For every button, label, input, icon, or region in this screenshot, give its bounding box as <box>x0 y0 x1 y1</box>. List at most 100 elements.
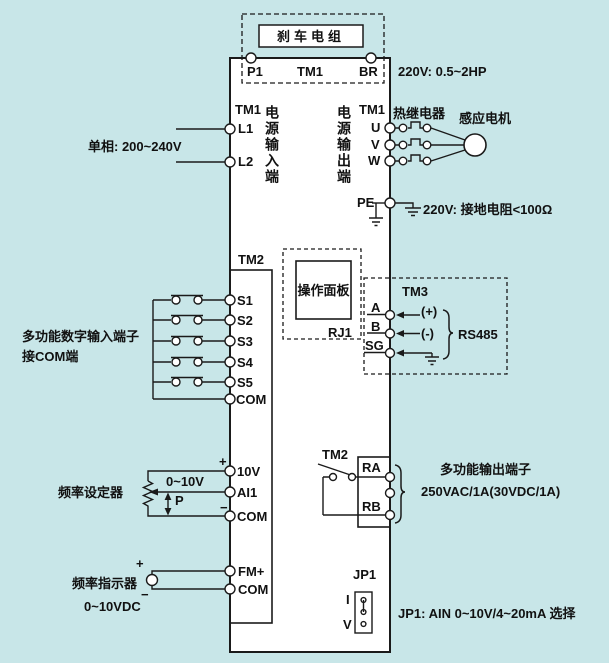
terminal-l1-label: L1 <box>238 121 254 136</box>
rj1-label: RJ1 <box>328 325 352 340</box>
terminal-l2-label: L2 <box>238 154 254 169</box>
terminal-v-label: V <box>371 137 380 152</box>
terminal-s3-label: S3 <box>237 334 253 349</box>
relay-output-section <box>317 456 406 528</box>
brake-resistor-label: 刹车电组 <box>276 29 345 44</box>
relay-output-note2: 250VAC/1A(30VDC/1A) <box>421 484 561 499</box>
operator-panel-label: 操作面板 <box>297 283 350 298</box>
jp1-note: JP1: AIN 0~10V/4~20mA 选择 <box>398 606 576 621</box>
power-input-vertical-label: 电源输入端 <box>264 105 280 185</box>
arrow-a <box>396 311 404 319</box>
brake-rating-note: 220V: 0.5~2HP <box>398 64 487 79</box>
terminal-relay-mid <box>384 487 396 499</box>
terminal-sg-label: SG <box>365 338 384 353</box>
jp1-v-label: V <box>343 617 352 632</box>
terminal-com-fm-label: COM <box>238 582 269 597</box>
terminal-b <box>384 328 396 339</box>
fm-range-label: 0~10VDC <box>84 599 141 614</box>
ground-symbol-external <box>405 207 421 217</box>
terminal-b-label: B <box>371 319 381 334</box>
freq-setter-circuit <box>141 465 236 522</box>
thermal-relay-contact-v <box>395 138 464 150</box>
switch-s2 <box>153 314 225 325</box>
relay-output-note1: 多功能输出端子 <box>440 462 532 477</box>
rs485-section <box>363 277 508 375</box>
switch-s3 <box>153 335 225 346</box>
analog-range-label: 0~10V <box>166 474 204 489</box>
fm-minus-sign: − <box>141 587 149 602</box>
terminal-ai1 <box>224 486 236 498</box>
switch-s5 <box>153 376 225 387</box>
tm2-terminal-strip <box>229 269 273 624</box>
tm2-strip-label: TM2 <box>238 252 264 267</box>
operator-panel-box <box>282 248 362 340</box>
input-tm1-label: TM1 <box>235 102 261 117</box>
terminal-v <box>384 139 396 151</box>
fm-plus-sign: + <box>136 556 144 571</box>
ground-symbol-internal <box>369 203 383 227</box>
output-tm1-label: TM1 <box>359 102 385 117</box>
terminal-ai1-label: AI1 <box>237 485 258 500</box>
terminal-s4-label: S4 <box>237 355 253 370</box>
switch-s4 <box>153 356 225 367</box>
terminal-s4 <box>224 356 236 368</box>
analog-minus-sign: − <box>220 500 228 515</box>
terminal-s3 <box>224 335 236 347</box>
terminal-u <box>384 122 396 134</box>
rs485-plus-label: (+) <box>421 304 438 319</box>
arrow-b <box>396 330 404 337</box>
pe-ground <box>369 197 421 227</box>
rs485-minus-label: (-) <box>421 326 434 341</box>
brake-resistor-label-box <box>258 24 364 48</box>
digital-input-switches <box>152 294 236 405</box>
brace-rs485 <box>442 309 454 360</box>
terminal-rb-label: RB <box>362 499 381 514</box>
jp1-label: JP1 <box>353 567 377 582</box>
arrow-sg <box>396 349 404 357</box>
terminal-com-fm <box>224 583 236 595</box>
jp1-jumper <box>354 591 373 634</box>
power-input-wires <box>176 123 236 168</box>
terminal-fm-label: FM+ <box>238 564 265 579</box>
terminal-br-label: BR <box>359 64 378 79</box>
relay-tm2-label: TM2 <box>322 447 348 462</box>
analog-plus-sign: + <box>219 454 227 469</box>
terminal-u-label: U <box>371 120 381 135</box>
freq-setter-label: 频率设定器 <box>58 485 124 500</box>
terminal-ra <box>384 471 396 483</box>
motor-output-wires <box>384 121 487 167</box>
relay-switch <box>317 463 358 516</box>
terminal-s1-label: S1 <box>237 293 253 308</box>
terminal-s2 <box>224 314 236 326</box>
terminal-pe <box>384 197 396 209</box>
terminal-a-label: A <box>371 300 381 315</box>
phase-note: 单相: 200~240V <box>88 139 182 154</box>
brake-resistor-box <box>241 13 385 84</box>
terminal-com-analog-label: COM <box>237 509 268 524</box>
thermal-relay-label: 热继电器 <box>393 106 446 121</box>
freq-indicator-label: 频率指示器 <box>72 576 138 591</box>
digital-input-note1: 多功能数字输入端子 <box>22 329 140 344</box>
terminal-sg <box>384 347 396 359</box>
terminal-s2-label: S2 <box>237 313 253 328</box>
terminal-pe-label: PE <box>357 195 375 210</box>
thermal-relay-contact-u <box>395 121 466 141</box>
inverter-body <box>229 57 391 653</box>
terminal-a <box>384 309 396 321</box>
digital-input-note2: 接COM端 <box>22 349 79 364</box>
terminal-p1 <box>245 52 257 64</box>
terminal-w <box>384 155 396 167</box>
jp1-i-label: I <box>346 592 350 607</box>
freq-indicator-circuit <box>145 565 236 595</box>
brace-relay <box>394 464 406 524</box>
switch-s1 <box>153 294 225 305</box>
terminal-s1 <box>224 294 236 306</box>
terminal-p1-label: P1 <box>247 64 263 79</box>
terminal-10v-label: 10V <box>237 464 261 479</box>
terminal-rb <box>384 509 396 521</box>
meter-symbol <box>145 573 159 587</box>
ground-symbol-sg <box>425 356 439 366</box>
p-label: P <box>175 493 184 508</box>
